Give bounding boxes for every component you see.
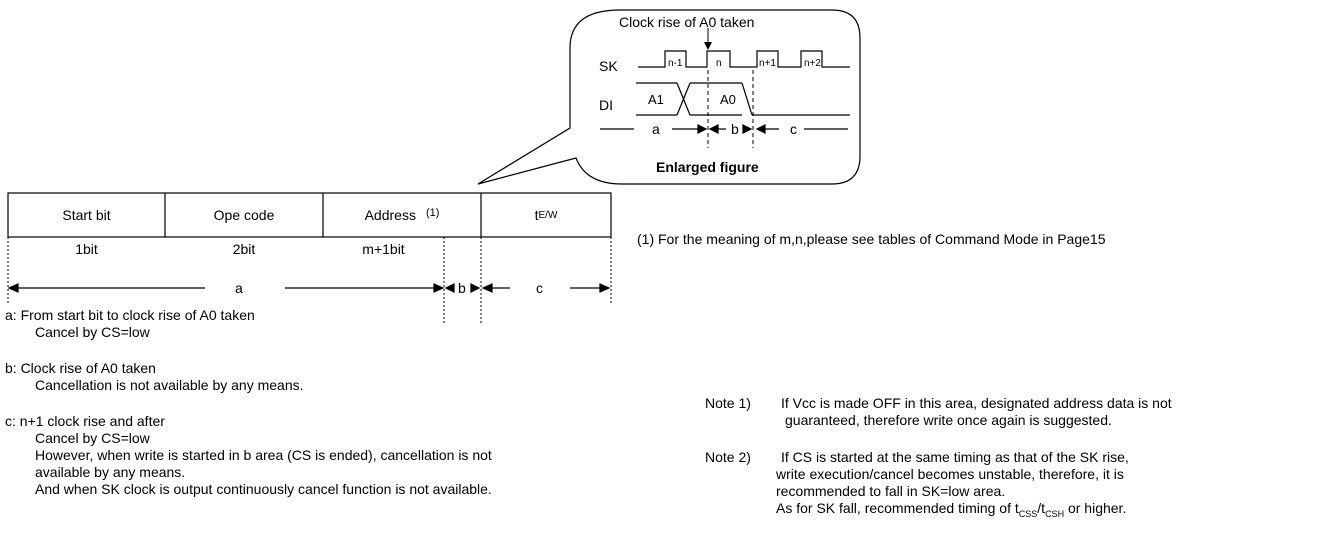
pulse-label: n — [716, 58, 722, 69]
start-bit-width: 1bit — [75, 241, 98, 257]
address-label: Address — [364, 207, 416, 223]
note2-line: If CS is started at the same timing as t… — [781, 449, 1129, 465]
frame-segments — [7, 283, 611, 293]
note2-line: write execution/cancel becomes unstable,… — [776, 466, 1124, 482]
ope-code-cell: Ope code — [213, 207, 275, 223]
segment-c-label: c — [790, 121, 797, 137]
segment-a-label: a — [652, 121, 660, 137]
desc-a-title: a: From start bit to clock rise of A0 ta… — [5, 307, 255, 323]
note2-text: or higher. — [1064, 500, 1127, 516]
enlarged-caption: Enlarged figure — [656, 159, 759, 175]
tew-label: t — [534, 207, 539, 223]
desc-a-line: Cancel by CS=low — [35, 324, 150, 340]
sk-waveform — [638, 50, 850, 68]
callout-bubble — [477, 9, 861, 185]
frame-box — [7, 192, 612, 238]
di-a0-label: A0 — [720, 92, 736, 107]
pulse-label: n+2 — [804, 58, 821, 69]
frame-segment-a: a — [235, 280, 243, 296]
desc-c-line: However, when write is started in b area… — [35, 447, 492, 463]
address-width: m+1bit — [362, 241, 405, 257]
desc-b-title: b: Clock rise of A0 taken — [5, 360, 156, 376]
address-footnote-ref: (1) — [425, 207, 440, 219]
note2-text: /t — [1037, 500, 1046, 516]
start-bit-cell: Start bit — [62, 207, 111, 223]
footnote: (1) For the meaning of m,n,please see ta… — [637, 231, 1106, 247]
frame-segment-b: b — [458, 280, 466, 296]
di-a1-label: A1 — [648, 92, 664, 107]
desc-c-line: Cancel by CS=low — [35, 430, 150, 446]
desc-c-title: c: n+1 clock rise and after — [5, 413, 165, 429]
ope-code-width: 2bit — [232, 241, 256, 257]
pulse-label: n-1 — [668, 58, 683, 69]
tcsh-subscript: CSH — [1045, 508, 1065, 519]
note2-line: As for SK fall, recommended timing of tC… — [776, 500, 1126, 523]
note1-line: guaranteed, therefore write once again i… — [785, 412, 1112, 428]
note1-label: Note 1) — [705, 395, 751, 411]
desc-c-line: available by any means. — [35, 464, 186, 480]
enlarged-title: Clock rise of A0 taken — [619, 14, 755, 30]
frame-segment-c: c — [536, 280, 543, 296]
tew-subscript: E/W — [538, 209, 558, 221]
desc-c-line: And when SK clock is output continuously… — [35, 481, 492, 497]
tcss-subscript: CSS — [1018, 508, 1038, 519]
note2-label: Note 2) — [705, 449, 751, 465]
enlarged-segments — [600, 124, 848, 134]
sk-label: SK — [599, 58, 618, 74]
address-cell: Address (1) — [323, 193, 481, 237]
desc-b-line: Cancellation is not available by any mea… — [35, 377, 304, 393]
segment-b-label: b — [731, 121, 739, 137]
di-waveform — [636, 82, 850, 116]
pulse-label: n+1 — [759, 58, 776, 69]
note1-line: If Vcc is made OFF in this area, designa… — [781, 395, 1172, 411]
di-label: DI — [599, 97, 613, 113]
note2-line: recommended to fall in SK=low area. — [776, 483, 1006, 499]
note2-text: As for SK fall, recommended timing of t — [776, 500, 1019, 516]
